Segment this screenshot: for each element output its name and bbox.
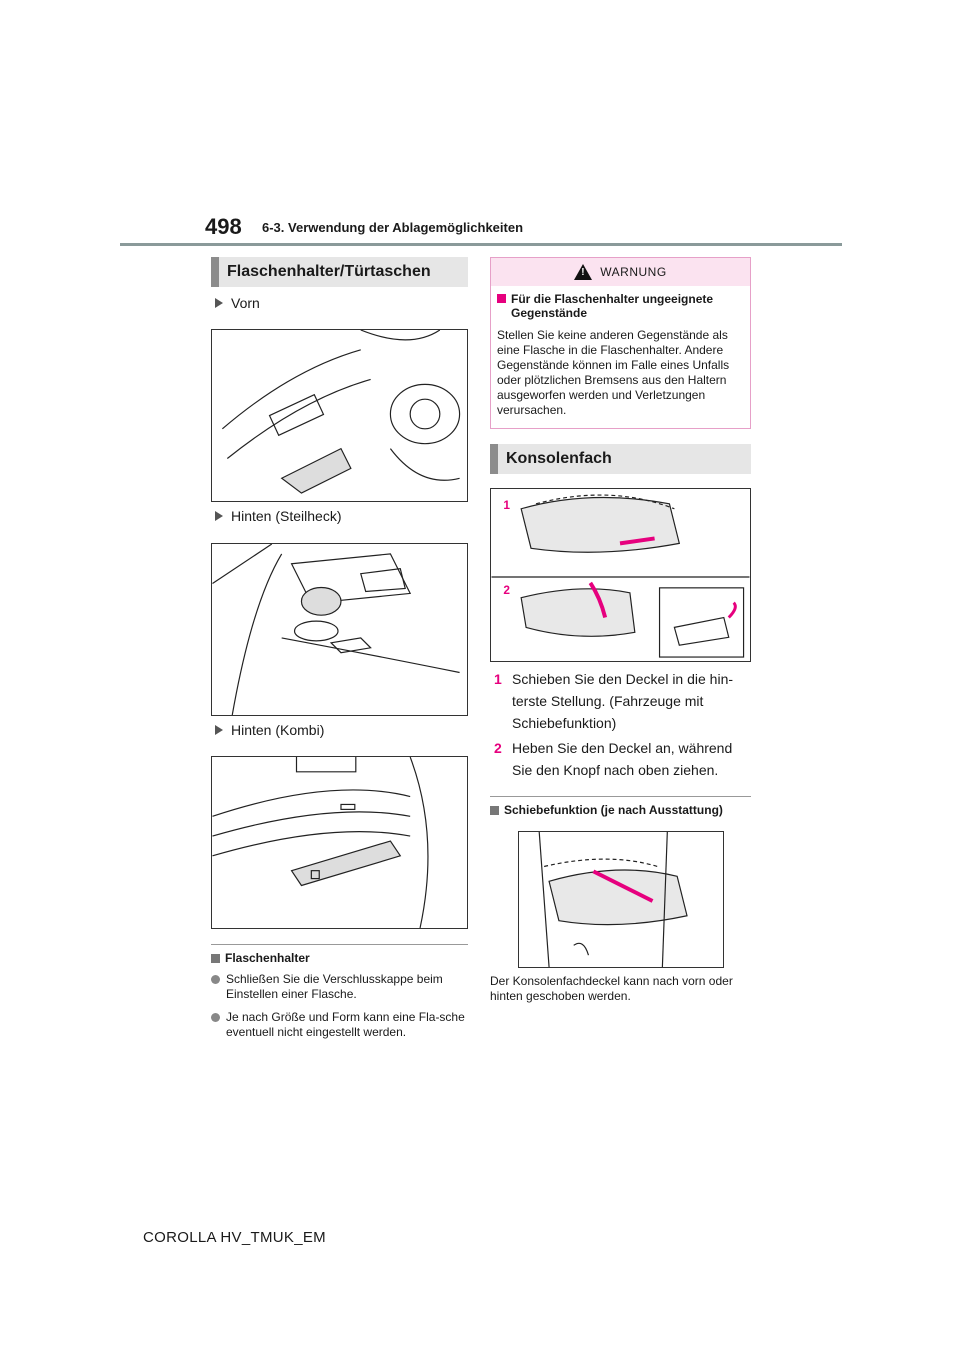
note-text: Je nach Größe und Form kann eine Fla-sch…: [226, 1010, 465, 1039]
note-divider: [490, 796, 751, 797]
warning-header: ! WARNUNG: [491, 258, 750, 286]
figure-console-steps: 1 2: [490, 488, 751, 662]
arrow-bullet-icon: [215, 725, 223, 735]
figure-rear-kombi: [211, 756, 468, 929]
figure-front-door: [211, 329, 468, 502]
figure-slide-function: [518, 831, 724, 968]
square-bullet-icon: [490, 805, 499, 815]
note-title: Flaschenhalter: [225, 951, 310, 965]
section-title: 6-3. Verwendung der Ablagemöglichkeiten: [262, 220, 524, 235]
note-item: Je nach Größe und Form kann eine Fla-sch…: [211, 1010, 468, 1040]
note-text: Schließen Sie die Verschlusskappe beim E…: [226, 972, 443, 1001]
arrow-bullet-icon: [215, 511, 223, 521]
note-item: Schließen Sie die Verschlusskappe beim E…: [211, 972, 468, 1002]
warning-body: Stellen Sie keine anderen Gegenstände al…: [497, 328, 730, 417]
square-bullet-icon: [211, 953, 220, 963]
dot-bullet-icon: [211, 975, 220, 984]
view-label-text: Hinten (Kombi): [231, 722, 325, 738]
view-label-steilheck: Hinten (Steilheck): [215, 508, 342, 524]
figure-label-2: 2: [503, 583, 510, 597]
square-bullet-icon: [497, 294, 506, 303]
warning-triangle-icon: !: [574, 264, 593, 280]
arrow-bullet-icon: [215, 298, 223, 308]
step-number: 1: [494, 671, 502, 687]
warning-subtitle-text: Für die Flaschenhalter ungeeignete Gegen…: [511, 292, 714, 320]
note-divider: [211, 944, 468, 945]
view-label-text: Vorn: [231, 295, 260, 311]
footer-model: COROLLA HV_TMUK_EM: [143, 1229, 326, 1246]
view-label-kombi: Hinten (Kombi): [215, 722, 324, 738]
figure-rear-hatchback: [211, 543, 468, 716]
step-text: Schieben Sie den Deckel in die hin-terst…: [512, 671, 734, 731]
view-label-vorn: Vorn: [215, 295, 260, 311]
note-flaschenhalter: Flaschenhalter: [211, 951, 310, 965]
step-text: Heben Sie den Deckel an, während Sie den…: [512, 740, 733, 778]
heading-flaschenhalter: Flaschenhalter/Türtaschen: [211, 257, 468, 287]
figure-label-1: 1: [503, 498, 510, 512]
warning-label: WARNUNG: [600, 265, 667, 279]
note-title: Schiebefunktion (je nach Ausstattung): [504, 803, 723, 817]
slide-caption: Der Konsolenfachdeckel kann nach vorn od…: [490, 974, 733, 1003]
warning-box: ! WARNUNG Für die Flaschenhalter ungeeig…: [490, 257, 751, 429]
dot-bullet-icon: [211, 1013, 220, 1022]
header-divider: [120, 243, 842, 246]
step-number: 2: [494, 740, 502, 756]
step-2: 2 Heben Sie den Deckel an, während Sie d…: [494, 737, 756, 781]
page-number: 498: [205, 214, 242, 239]
warning-subtitle: Für die Flaschenhalter ungeeignete Gegen…: [491, 286, 750, 320]
view-label-text: Hinten (Steilheck): [231, 508, 342, 524]
heading-konsolenfach: Konsolenfach: [490, 444, 751, 474]
note-schiebefunktion: Schiebefunktion (je nach Ausstattung): [490, 803, 723, 817]
step-1: 1 Schieben Sie den Deckel in die hin-ter…: [494, 668, 756, 734]
